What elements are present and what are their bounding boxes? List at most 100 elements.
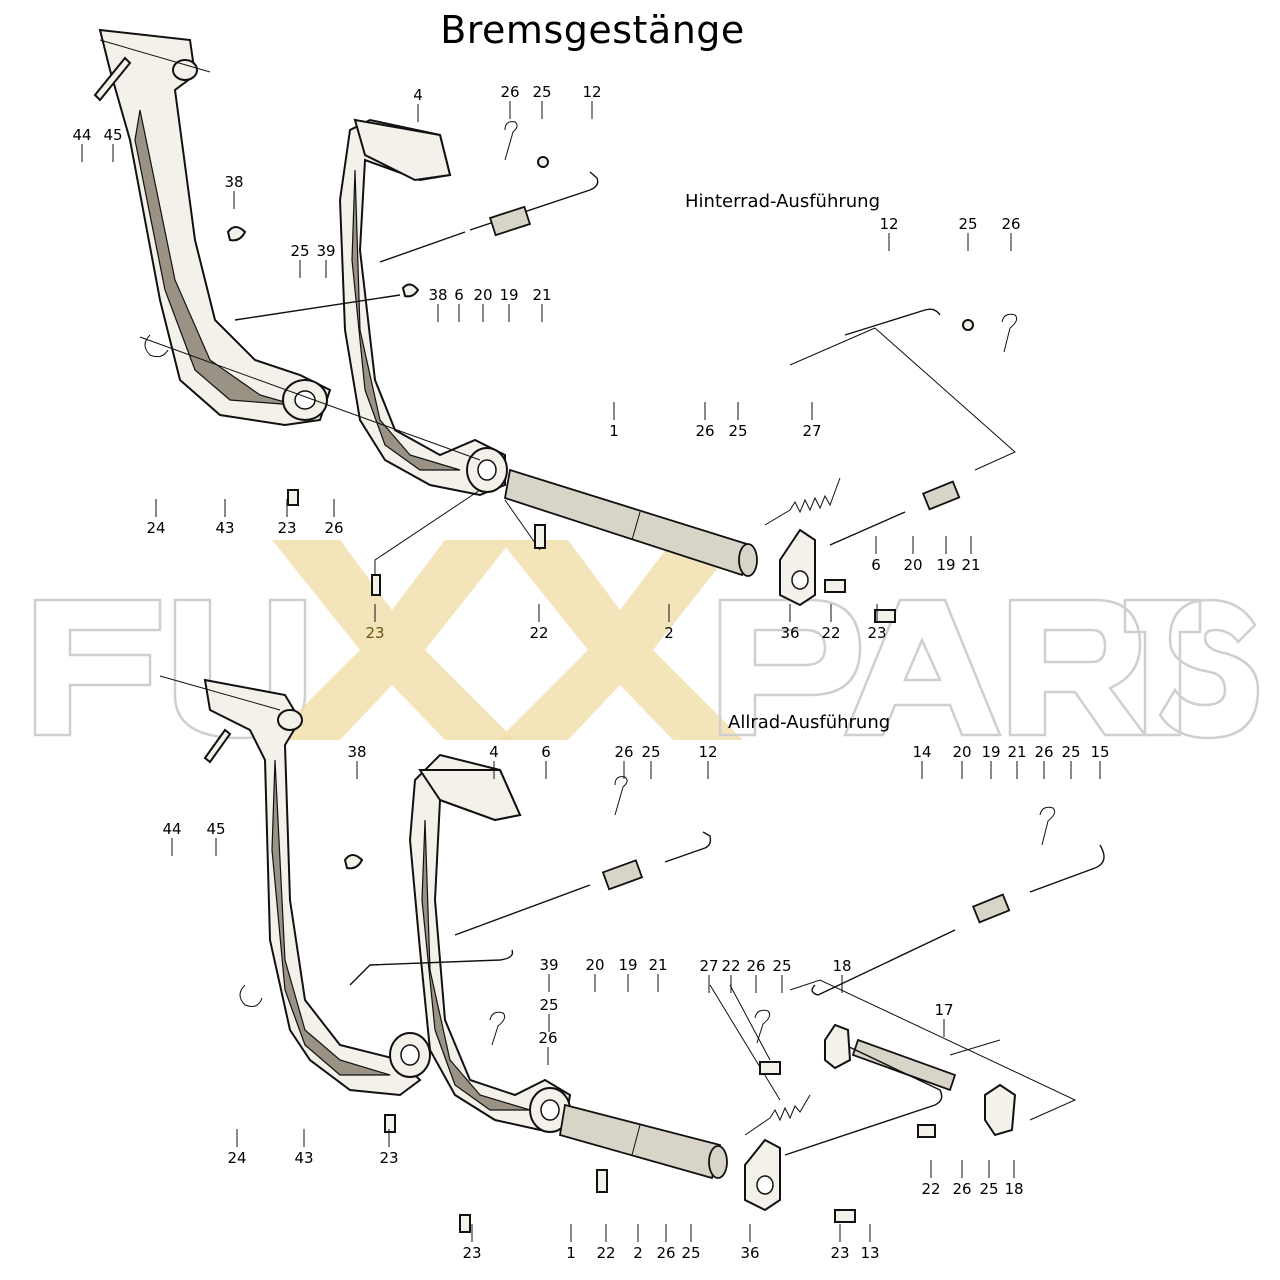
callout-bottom-22a: 22 <box>721 957 740 975</box>
callout-top-6b: 6 <box>871 556 881 574</box>
callout-bottom-2: 2 <box>633 1244 643 1262</box>
callout-bottom-26a: 26 <box>614 743 633 761</box>
watermark-letter-x2 <box>498 540 743 740</box>
callout-bottom-25a: 25 <box>641 743 660 761</box>
callout-top-12b: 12 <box>879 215 898 233</box>
rod-14-bottom <box>811 929 956 996</box>
callout-top-25b: 25 <box>290 242 309 260</box>
shaft-tube-bottom <box>558 1103 728 1180</box>
callout-bottom-27: 27 <box>699 957 718 975</box>
callout-bottom-45: 45 <box>206 820 225 838</box>
callout-bottom-22c: 22 <box>596 1244 615 1262</box>
pedal-arm-left-top <box>98 28 332 427</box>
watermark-letter-t <box>1123 598 1202 737</box>
callout-bottom-15: 15 <box>1090 743 1109 761</box>
clip-26-bottom-c <box>489 1011 506 1046</box>
nipple-23b-bottom <box>459 1214 471 1233</box>
callout-top-45: 45 <box>103 126 122 144</box>
callout-bottom-23c: 23 <box>830 1244 849 1262</box>
callout-bottom-12: 12 <box>698 743 717 761</box>
nipple-23c-top <box>874 609 896 623</box>
callout-top-21b: 21 <box>961 556 980 574</box>
cap-38b-top <box>401 283 420 298</box>
sleeve-19-rear <box>921 480 961 511</box>
callout-bottom-25b: 25 <box>1061 743 1080 761</box>
nipple-23-top <box>287 489 299 506</box>
pedal-arm-left-bottom <box>203 678 431 1097</box>
callout-top-26b: 26 <box>1001 215 1020 233</box>
callout-bottom-36: 36 <box>740 1244 759 1262</box>
callout-bottom-18b: 18 <box>1004 1180 1023 1198</box>
callout-top-20a: 20 <box>473 286 492 304</box>
callout-top-26d: 26 <box>324 519 343 537</box>
circlip-24-top <box>144 334 169 358</box>
callout-bottom-14: 14 <box>912 743 931 761</box>
washer-25-b <box>962 319 974 331</box>
rod-12-bottom <box>664 831 712 863</box>
callout-top-38a: 38 <box>224 173 243 191</box>
frame-lines-bottom <box>789 979 1077 1121</box>
bolt-22b-top <box>824 579 846 593</box>
nipple-23-bottom <box>384 1114 396 1133</box>
rod-6-bottom <box>454 884 591 936</box>
callout-bottom-6: 6 <box>541 743 551 761</box>
callout-top-19b: 19 <box>936 556 955 574</box>
clip-26-bottom-b <box>1039 806 1056 846</box>
clip-26-a <box>504 121 518 161</box>
bolt-22b-bottom <box>917 1124 936 1138</box>
clip-26-bottom-d <box>754 1009 771 1044</box>
watermark-letter-a <box>843 598 1002 737</box>
callout-top-21a: 21 <box>532 286 551 304</box>
bolt-22-top <box>534 524 546 549</box>
callout-bottom-17: 17 <box>934 1001 953 1019</box>
callout-bottom-25f: 25 <box>681 1244 700 1262</box>
callout-top-25d: 25 <box>728 422 747 440</box>
callout-bottom-19b: 19 <box>618 956 637 974</box>
bolt-22c-bottom <box>596 1169 608 1193</box>
rod-bottom-top <box>234 294 401 321</box>
pin-45-bottom <box>203 728 232 764</box>
page-title: Bremsgestänge <box>440 8 745 52</box>
nipple-23c-bottom <box>834 1209 856 1223</box>
rod-13-bottom <box>784 1044 943 1156</box>
callout-top-24a: 24 <box>146 519 165 537</box>
callout-top-19a: 19 <box>499 286 518 304</box>
callout-top-26c: 26 <box>695 422 714 440</box>
callout-bottom-18a: 18 <box>832 957 851 975</box>
callout-top-23a: 23 <box>277 519 296 537</box>
callout-top-4: 4 <box>413 86 423 104</box>
pin-45-top <box>93 56 132 102</box>
variant-label-rear: Hinterrad-Ausführung <box>685 191 881 212</box>
callout-bottom-26f: 26 <box>656 1244 675 1262</box>
callout-bottom-23a: 23 <box>379 1149 398 1167</box>
variant-label-allwheel: Allrad-Ausführung <box>728 712 891 733</box>
axis-line-left-bottom <box>159 675 281 711</box>
callout-bottom-39: 39 <box>539 956 558 974</box>
rod-12-top <box>469 171 599 231</box>
sleeve-19b-bottom <box>971 893 1011 924</box>
lever-36-bottom <box>744 1138 781 1212</box>
callout-top-36a: 36 <box>780 624 799 642</box>
callout-bottom-20a: 20 <box>952 743 971 761</box>
callout-bottom-19a: 19 <box>981 743 1000 761</box>
callout-top-44: 44 <box>72 126 91 144</box>
circlip-24-bottom <box>239 984 263 1007</box>
rod-15-bottom <box>1029 844 1105 893</box>
callout-bottom-26c: 26 <box>538 1029 557 1047</box>
callout-top-22b: 22 <box>821 624 840 642</box>
rod-6-top <box>379 231 466 263</box>
callout-top-26a: 26 <box>500 83 519 101</box>
callout-bottom-26d: 26 <box>746 957 765 975</box>
axis-line-left <box>99 39 211 73</box>
watermark-letter-s <box>1158 598 1260 740</box>
callout-bottom-25d: 25 <box>772 957 791 975</box>
axis-line-top <box>139 336 481 461</box>
callout-top-6a: 6 <box>454 286 464 304</box>
leader-22-bottom <box>729 984 771 1061</box>
pedal-pad-4-top <box>353 118 452 182</box>
callout-top-39a: 39 <box>316 242 335 260</box>
